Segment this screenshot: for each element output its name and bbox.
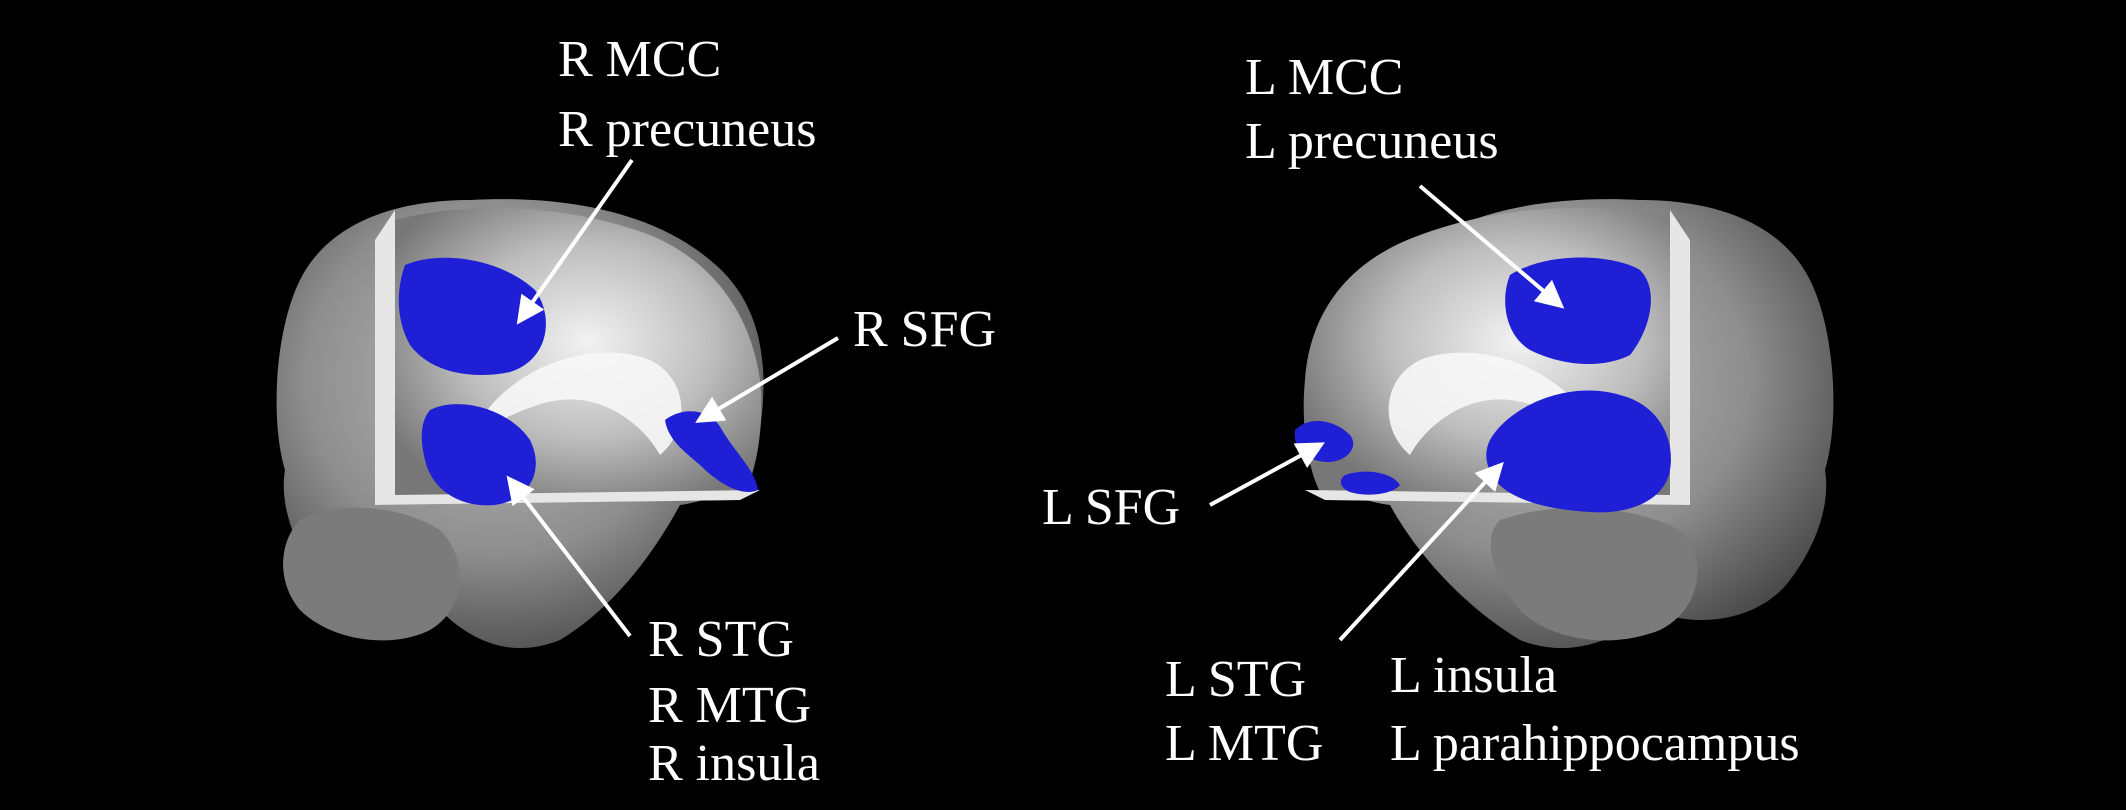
label-r-insula: R insula [648, 735, 820, 792]
label-l-sfg: L SFG [1042, 479, 1181, 536]
cluster-l-stg-mtg-insula-parahippocampus [1486, 390, 1671, 513]
arrow-r-sfg [695, 336, 840, 423]
label-l-stg: L STG [1165, 651, 1307, 708]
cluster-r-mcc-precuneus [398, 257, 546, 375]
arrow-l-sfg [1209, 442, 1325, 507]
left-cut-edge [1670, 210, 1690, 505]
left-hemisphere-brain [1294, 199, 1834, 649]
label-l-insula: L insula [1390, 647, 1558, 704]
annotation-arrows [506, 158, 1565, 642]
label-r-precuneus: R precuneus [558, 101, 817, 158]
right-hemisphere-brain [276, 199, 764, 649]
left-corpus-callosum [1388, 352, 1590, 455]
label-r-mcc: R MCC [558, 31, 722, 88]
right-corpus-callosum [480, 352, 682, 455]
right-cerebellum [283, 507, 460, 641]
arrow-l-stg [1338, 461, 1504, 642]
cluster-r-sfg [665, 411, 758, 492]
right-cut-edge [375, 210, 395, 505]
arrow-l-mcc-precuneus [1418, 184, 1565, 309]
label-r-stg: R STG [648, 611, 794, 668]
label-l-mcc: L MCC [1245, 49, 1404, 106]
label-r-mtg: R MTG [648, 677, 812, 734]
cluster-l-sfg-lower [1340, 471, 1400, 495]
label-l-precuneus: L precuneus [1245, 113, 1499, 170]
label-r-sfg: R SFG [853, 301, 997, 358]
arrow-r-stg [506, 475, 632, 638]
label-l-mtg: L MTG [1165, 715, 1324, 772]
label-l-parahippocampus: L parahippocampus [1390, 715, 1800, 772]
left-cerebellum [1490, 507, 1698, 641]
right-activation-clusters [398, 257, 758, 506]
arrow-r-mcc-precuneus [516, 158, 634, 325]
